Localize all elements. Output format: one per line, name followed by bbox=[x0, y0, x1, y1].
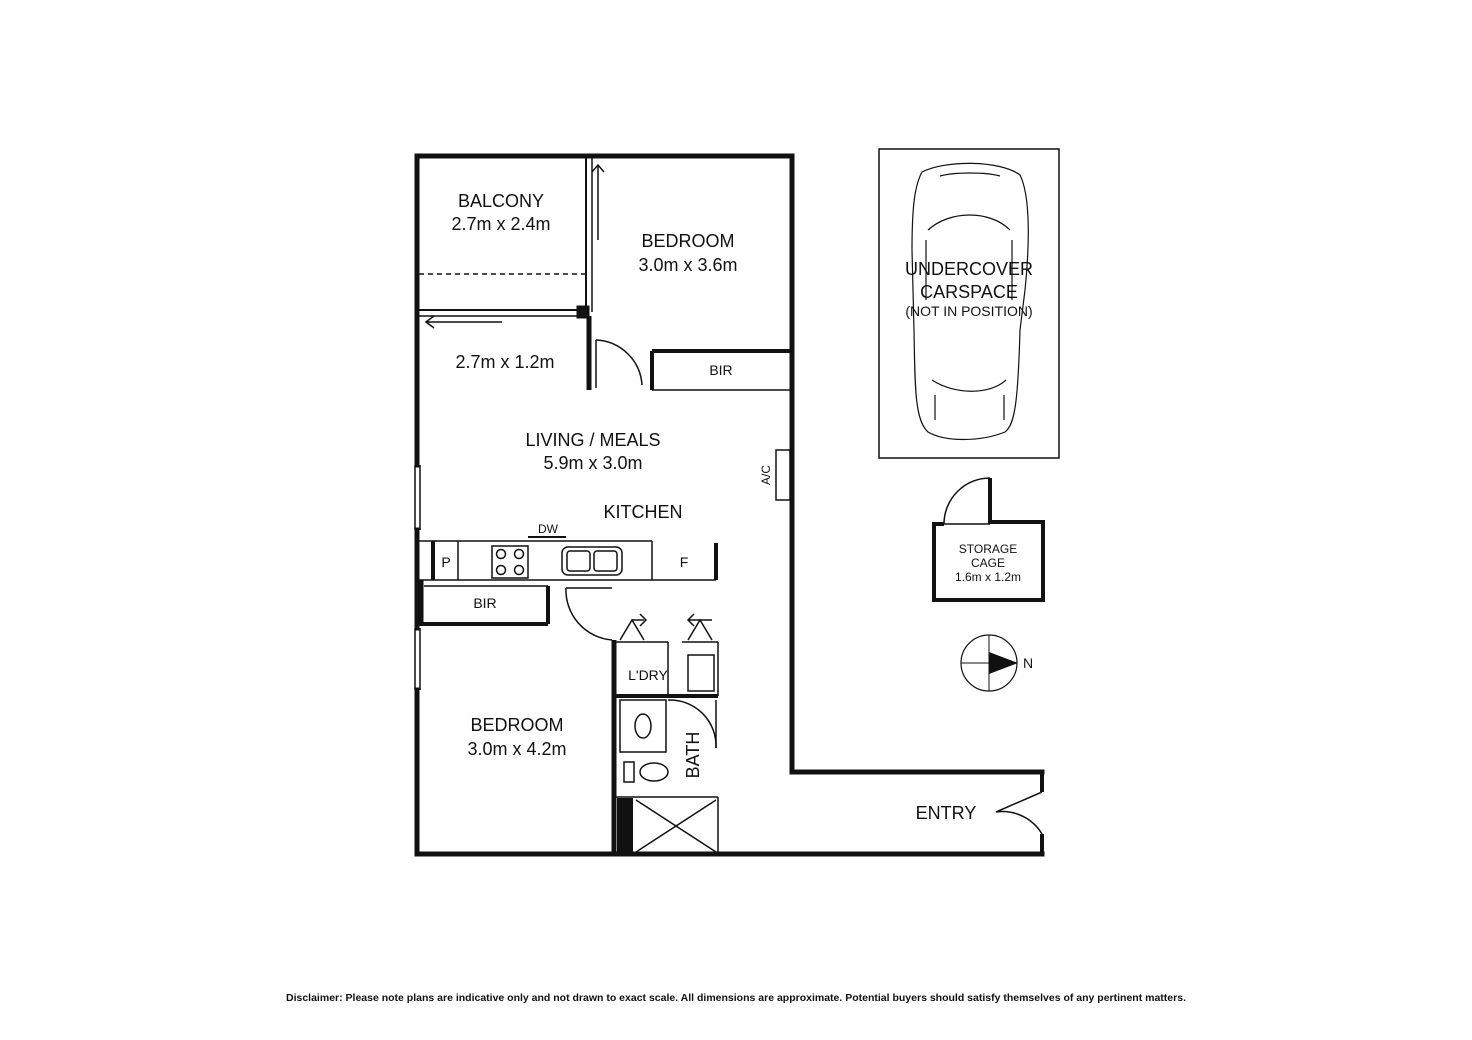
living-dims: 5.9m x 3.0m bbox=[543, 453, 642, 473]
outer-walls bbox=[414, 153, 1045, 857]
carspace bbox=[878, 148, 1060, 459]
fridge-label: F bbox=[680, 554, 689, 570]
balcony-label: BALCONY bbox=[458, 191, 544, 211]
north-arrow-icon bbox=[960, 634, 1018, 692]
bedroom2-dims: 3.0m x 4.2m bbox=[467, 739, 566, 759]
carspace-label-2: CARSPACE bbox=[920, 282, 1018, 302]
living-label: LIVING / MEALS bbox=[525, 430, 660, 450]
storage-cage bbox=[932, 477, 1045, 602]
bir2 bbox=[418, 579, 613, 641]
dw-label: DW bbox=[538, 522, 559, 536]
ac-unit bbox=[775, 449, 791, 501]
entry-door bbox=[995, 772, 1044, 856]
bir2-label: BIR bbox=[473, 595, 496, 611]
balcony-dims: 2.7m x 2.4m bbox=[451, 214, 550, 234]
carspace-note: (NOT IN POSITION) bbox=[905, 303, 1032, 319]
entry-label: ENTRY bbox=[916, 803, 977, 823]
study-dims: 2.7m x 1.2m bbox=[455, 352, 554, 372]
disclaimer-text: Disclaimer: Please note plans are indica… bbox=[286, 992, 1186, 1004]
bedroom1-walls bbox=[586, 316, 792, 391]
kitchen bbox=[419, 536, 718, 581]
bedroom2-label: BEDROOM bbox=[470, 715, 563, 735]
bedroom1-dims: 3.0m x 3.6m bbox=[638, 255, 737, 275]
laundry-bath bbox=[611, 613, 719, 854]
storage-label-2: CAGE bbox=[971, 556, 1005, 570]
balcony bbox=[419, 156, 605, 329]
carspace-label-1: UNDERCOVER bbox=[905, 259, 1033, 279]
car-icon bbox=[911, 162, 1029, 441]
pantry-label: P bbox=[441, 554, 450, 570]
bath-label: BATH bbox=[683, 732, 703, 779]
windows bbox=[414, 465, 421, 690]
kitchen-label: KITCHEN bbox=[603, 502, 682, 522]
bedroom1-label: BEDROOM bbox=[641, 231, 734, 251]
storage-dims: 1.6m x 1.2m bbox=[955, 570, 1021, 584]
north-label: N bbox=[1023, 655, 1033, 671]
bir1-label: BIR bbox=[709, 362, 732, 378]
ac-label: A/C bbox=[759, 465, 773, 485]
storage-label-1: STORAGE bbox=[959, 542, 1017, 556]
laundry-label: L'DRY bbox=[628, 667, 668, 683]
